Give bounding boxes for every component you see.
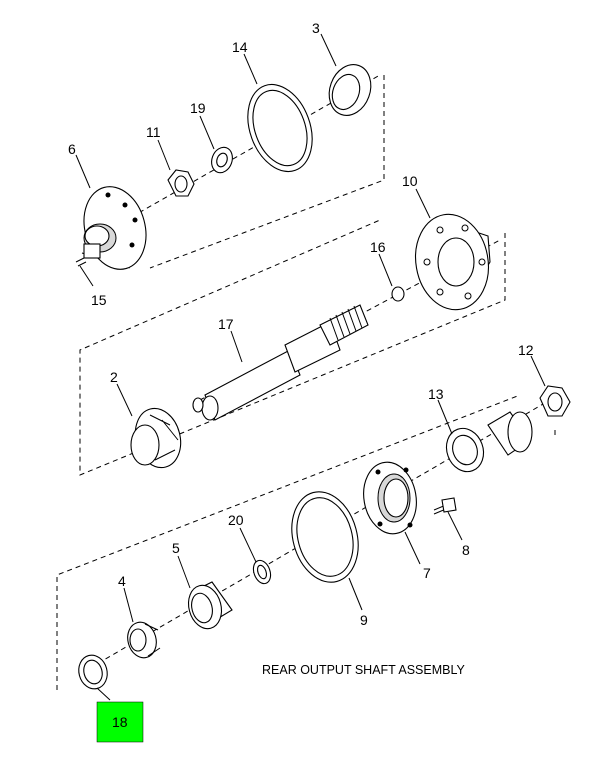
part-18-washer xyxy=(78,654,108,690)
part-19-washer xyxy=(211,146,233,174)
part-6-flange xyxy=(83,186,147,270)
part-8-bolt xyxy=(433,497,457,515)
callout-15: 15 xyxy=(91,292,107,308)
part-2-bearing-cone xyxy=(130,407,182,469)
callout-6: 6 xyxy=(68,141,76,157)
assembly-boundary-top xyxy=(81,75,385,269)
bearing-cage xyxy=(487,411,533,456)
callout-2: 2 xyxy=(110,369,118,385)
part-4-bearing-cone xyxy=(127,621,161,659)
part-10-companion-flange xyxy=(415,213,491,311)
callout-12: 12 xyxy=(518,342,534,358)
part-12-nut xyxy=(539,385,571,417)
assembly-boundary-middle xyxy=(79,219,506,476)
callout-5: 5 xyxy=(172,540,180,556)
callout-14: 14 xyxy=(232,39,248,55)
part-16-clip xyxy=(391,286,405,302)
callout-4: 4 xyxy=(118,573,126,589)
callout-10: 10 xyxy=(402,173,418,189)
part-7-retainer xyxy=(363,461,417,535)
callout-3: 3 xyxy=(312,20,320,36)
part-13-seal xyxy=(445,427,485,473)
callout-20: 20 xyxy=(228,512,244,528)
part-3-bearing-cup xyxy=(328,64,372,116)
part-14-gasket xyxy=(247,83,313,173)
callout-9: 9 xyxy=(360,612,368,628)
callout-7: 7 xyxy=(423,565,431,581)
callout-8: 8 xyxy=(462,542,470,558)
callout-19: 19 xyxy=(190,100,206,116)
callout-16: 16 xyxy=(370,239,386,255)
part-17-shaft xyxy=(192,304,369,421)
callout-17: 17 xyxy=(218,316,234,332)
part-15-pin xyxy=(75,257,87,267)
assembly-boundary-bottom xyxy=(56,394,556,690)
part-5-bearing-cup xyxy=(187,581,233,630)
callout-13: 13 xyxy=(428,386,444,402)
leader-lines xyxy=(75,33,546,701)
diagram-title: REAR OUTPUT SHAFT ASSEMBLY xyxy=(262,663,465,677)
callout-18[interactable]: 18 xyxy=(112,714,128,730)
part-20-washer xyxy=(252,559,272,585)
callout-11: 11 xyxy=(146,124,161,140)
callout-18-highlight[interactable] xyxy=(96,701,144,743)
part-9-gasket xyxy=(291,491,359,583)
part-11-nut xyxy=(167,169,195,197)
